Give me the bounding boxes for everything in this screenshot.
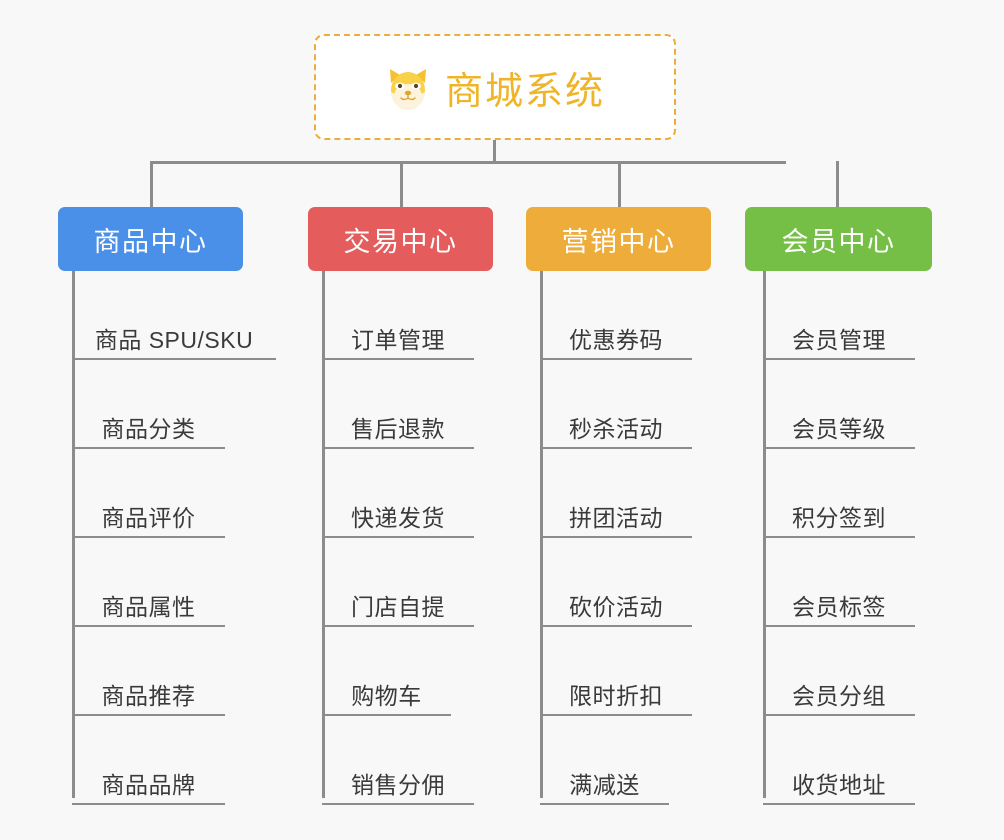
- leaf-label: 会员管理: [792, 326, 886, 353]
- leaf-label: 积分签到: [792, 504, 886, 531]
- connector-drop-3: [618, 161, 621, 207]
- connector-drop-2: [400, 161, 403, 207]
- leaf-item[interactable]: 门店自提: [322, 538, 474, 627]
- leaf-label: 商品评价: [101, 504, 196, 531]
- branch-header-4[interactable]: 会员中心: [745, 207, 932, 271]
- branch-trunk-4: [763, 271, 766, 798]
- leaf-label: 售后退款: [351, 415, 445, 442]
- leaf-item[interactable]: 快递发货: [322, 449, 474, 538]
- branch-header-2[interactable]: 交易中心: [308, 207, 493, 271]
- leaf-item[interactable]: 限时折扣: [540, 627, 692, 716]
- leaf-label: 会员分组: [792, 682, 886, 709]
- connector-horizontal-bus: [150, 161, 786, 164]
- leaf-item[interactable]: 会员标签: [763, 538, 915, 627]
- leaf-item[interactable]: 商品推荐: [72, 627, 225, 716]
- branch-trunk-2: [322, 271, 325, 798]
- branch-header-1[interactable]: 商品中心: [58, 207, 243, 271]
- leaf-item[interactable]: 购物车: [322, 627, 451, 716]
- leaf-item[interactable]: 商品评价: [72, 449, 225, 538]
- leaf-item[interactable]: 商品 SPU/SKU: [72, 271, 276, 360]
- leaf-label: 购物车: [351, 682, 422, 709]
- shiba-dog-emoji: [385, 64, 431, 110]
- leaf-item[interactable]: 销售分佣: [322, 716, 474, 805]
- leaf-label: 收货地址: [792, 771, 886, 798]
- leaf-item[interactable]: 商品品牌: [72, 716, 225, 805]
- leaf-label: 砍价活动: [569, 593, 663, 620]
- connector-drop-1: [150, 161, 153, 207]
- leaf-item[interactable]: 优惠券码: [540, 271, 692, 360]
- leaf-label: 优惠券码: [569, 326, 663, 353]
- leaf-label: 商品推荐: [101, 682, 196, 709]
- leaf-label: 商品 SPU/SKU: [94, 326, 254, 353]
- leaf-item[interactable]: 砍价活动: [540, 538, 692, 627]
- branch-header-label-2: 交易中心: [343, 226, 458, 257]
- leaf-item[interactable]: 商品分类: [72, 360, 225, 449]
- leaf-item[interactable]: 会员管理: [763, 271, 915, 360]
- leaf-item[interactable]: 秒杀活动: [540, 360, 692, 449]
- leaf-label: 限时折扣: [569, 682, 663, 709]
- leaf-item[interactable]: 售后退款: [322, 360, 474, 449]
- leaf-item[interactable]: 订单管理: [322, 271, 474, 360]
- branch-trunk-3: [540, 271, 543, 798]
- leaf-label: 订单管理: [351, 326, 445, 353]
- branch-trunk-1: [72, 271, 75, 798]
- leaf-item[interactable]: 收货地址: [763, 716, 915, 805]
- root-node[interactable]: 商城系统: [314, 34, 676, 140]
- branch-header-label-3: 营销中心: [561, 226, 676, 257]
- leaf-label: 商品属性: [101, 593, 196, 620]
- leaf-label: 门店自提: [351, 593, 445, 620]
- leaf-item[interactable]: 会员等级: [763, 360, 915, 449]
- leaf-label: 秒杀活动: [569, 415, 663, 442]
- leaf-item[interactable]: 会员分组: [763, 627, 915, 716]
- leaf-label: 会员标签: [792, 593, 886, 620]
- root-title: 商城系统: [444, 70, 605, 113]
- leaf-label: 商品品牌: [101, 771, 196, 798]
- branch-header-label-1: 商品中心: [93, 226, 208, 257]
- leaf-item[interactable]: 满减送: [540, 716, 669, 805]
- leaf-item[interactable]: 拼团活动: [540, 449, 692, 538]
- leaf-label: 拼团活动: [569, 504, 663, 531]
- leaf-item[interactable]: 积分签到: [763, 449, 915, 538]
- leaf-label: 商品分类: [101, 415, 196, 442]
- connector-root-stem: [493, 140, 496, 161]
- leaf-label: 会员等级: [792, 415, 886, 442]
- branch-header-label-4: 会员中心: [781, 226, 896, 257]
- connector-drop-4: [836, 161, 839, 207]
- leaf-label: 快递发货: [351, 504, 445, 531]
- branch-header-3[interactable]: 营销中心: [526, 207, 711, 271]
- leaf-label: 销售分佣: [351, 771, 445, 798]
- leaf-item[interactable]: 商品属性: [72, 538, 225, 627]
- leaf-label: 满减送: [569, 771, 640, 798]
